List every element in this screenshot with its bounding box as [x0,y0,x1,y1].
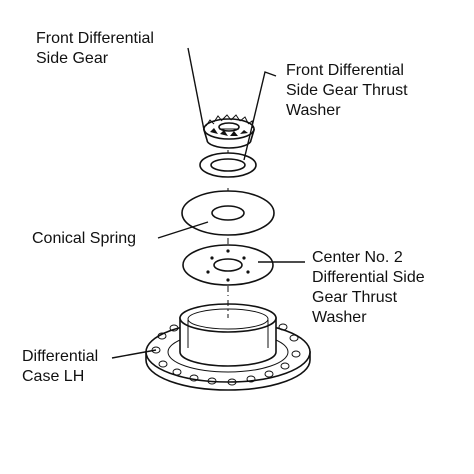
label-line: Side Gear [36,50,109,67]
label-side-gear-thrust-washer: Front Differential Side Gear Thrust Wash… [286,62,412,119]
conical-spring [181,188,275,236]
label-front-differential-side-gear: Front Differential Side Gear [36,30,158,67]
label-line: Differential Side [312,269,425,286]
label-line: Side Gear Thrust [286,82,408,99]
gear-teeth [205,114,254,136]
label-line: Center No. 2 [312,249,403,266]
label-line: Washer [286,102,341,119]
label-line: Gear Thrust [312,289,398,306]
leader-conical-spring [157,221,209,239]
label-line: Washer [312,309,367,326]
label-differential-case-lh: Differential Case LH [22,348,103,385]
flange-bolt-holes [151,323,301,386]
leader-thrust-washer [243,71,277,161]
front-differential-side-gear [202,114,256,149]
side-gear-thrust-washer [199,150,257,178]
label-line: Front Differential [286,62,404,79]
label-conical-spring: Conical Spring [32,230,136,247]
leader-lines [111,47,305,359]
label-line: Case LH [22,368,84,385]
label-line: Conical Spring [32,230,136,247]
label-line: Front Differential [36,30,154,47]
label-center-no2-washer: Center No. 2 Differential Side Gear Thru… [312,249,429,326]
leader-case-lh [111,349,157,359]
center-no2-thrust-washer [182,238,274,296]
leader-side-gear [187,47,205,131]
differential-case-lh [145,300,311,391]
label-line: Differential [22,348,98,365]
